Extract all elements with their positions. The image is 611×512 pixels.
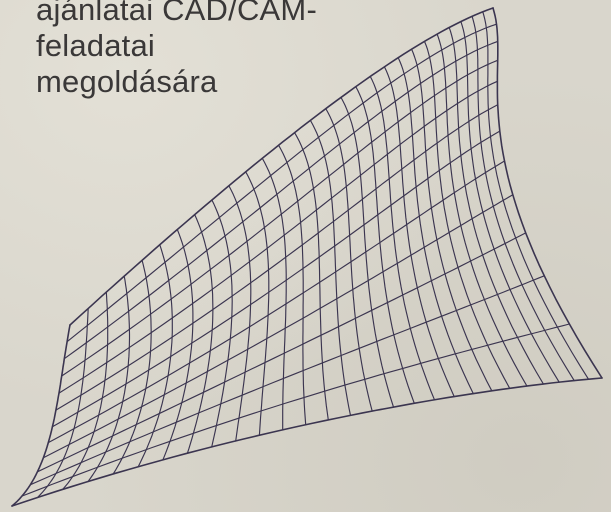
wireframe-long-line: [69, 7, 494, 326]
wireframe-cross-line: [309, 119, 352, 416]
wireframe-cross-line: [36, 307, 89, 499]
wireframe-cross-line: [245, 171, 270, 436]
wireframe-long-line: [58, 80, 498, 394]
wireframe-v-lines: [11, 7, 603, 507]
caption-line-1: ajánlatai CAD/CAM-: [36, 0, 317, 27]
wireframe-long-line: [42, 194, 514, 459]
wireframe-long-line: [11, 377, 603, 507]
wireframe-long-line: [61, 59, 499, 377]
caption-line-2: feladatai: [36, 28, 156, 63]
wireframe-cross-line: [278, 144, 307, 426]
wireframe-long-line: [47, 160, 506, 444]
caption-line-3: megoldására: [36, 64, 218, 99]
wireframe-cross-line: [492, 7, 603, 379]
wireframe-cross-line: [383, 66, 455, 398]
wireframe-cross-line: [186, 214, 214, 454]
wireframe-long-line: [51, 130, 501, 428]
wireframe-long-line: [36, 232, 527, 473]
wireframe-long-line: [29, 275, 545, 486]
wireframe-cross-line: [11, 324, 71, 507]
wireframe-u-lines: [11, 7, 603, 507]
wireframe-cross-line: [62, 291, 109, 490]
wireframe-long-line: [66, 23, 498, 343]
caption-text: ajánlatai CAD/CAM- feladatai megoldására: [36, 0, 317, 100]
wireframe-cross-line: [340, 96, 395, 408]
wireframe-cross-line: [325, 108, 373, 412]
wireframe-cross-line: [460, 21, 560, 383]
wireframe-cross-line: [411, 48, 493, 392]
wireframe-long-line: [63, 40, 499, 360]
wireframe-long-line: [21, 323, 570, 497]
wireframe-cross-line: [482, 11, 590, 380]
wireframe-cross-line: [112, 259, 152, 475]
wireframe-long-line: [55, 104, 499, 411]
